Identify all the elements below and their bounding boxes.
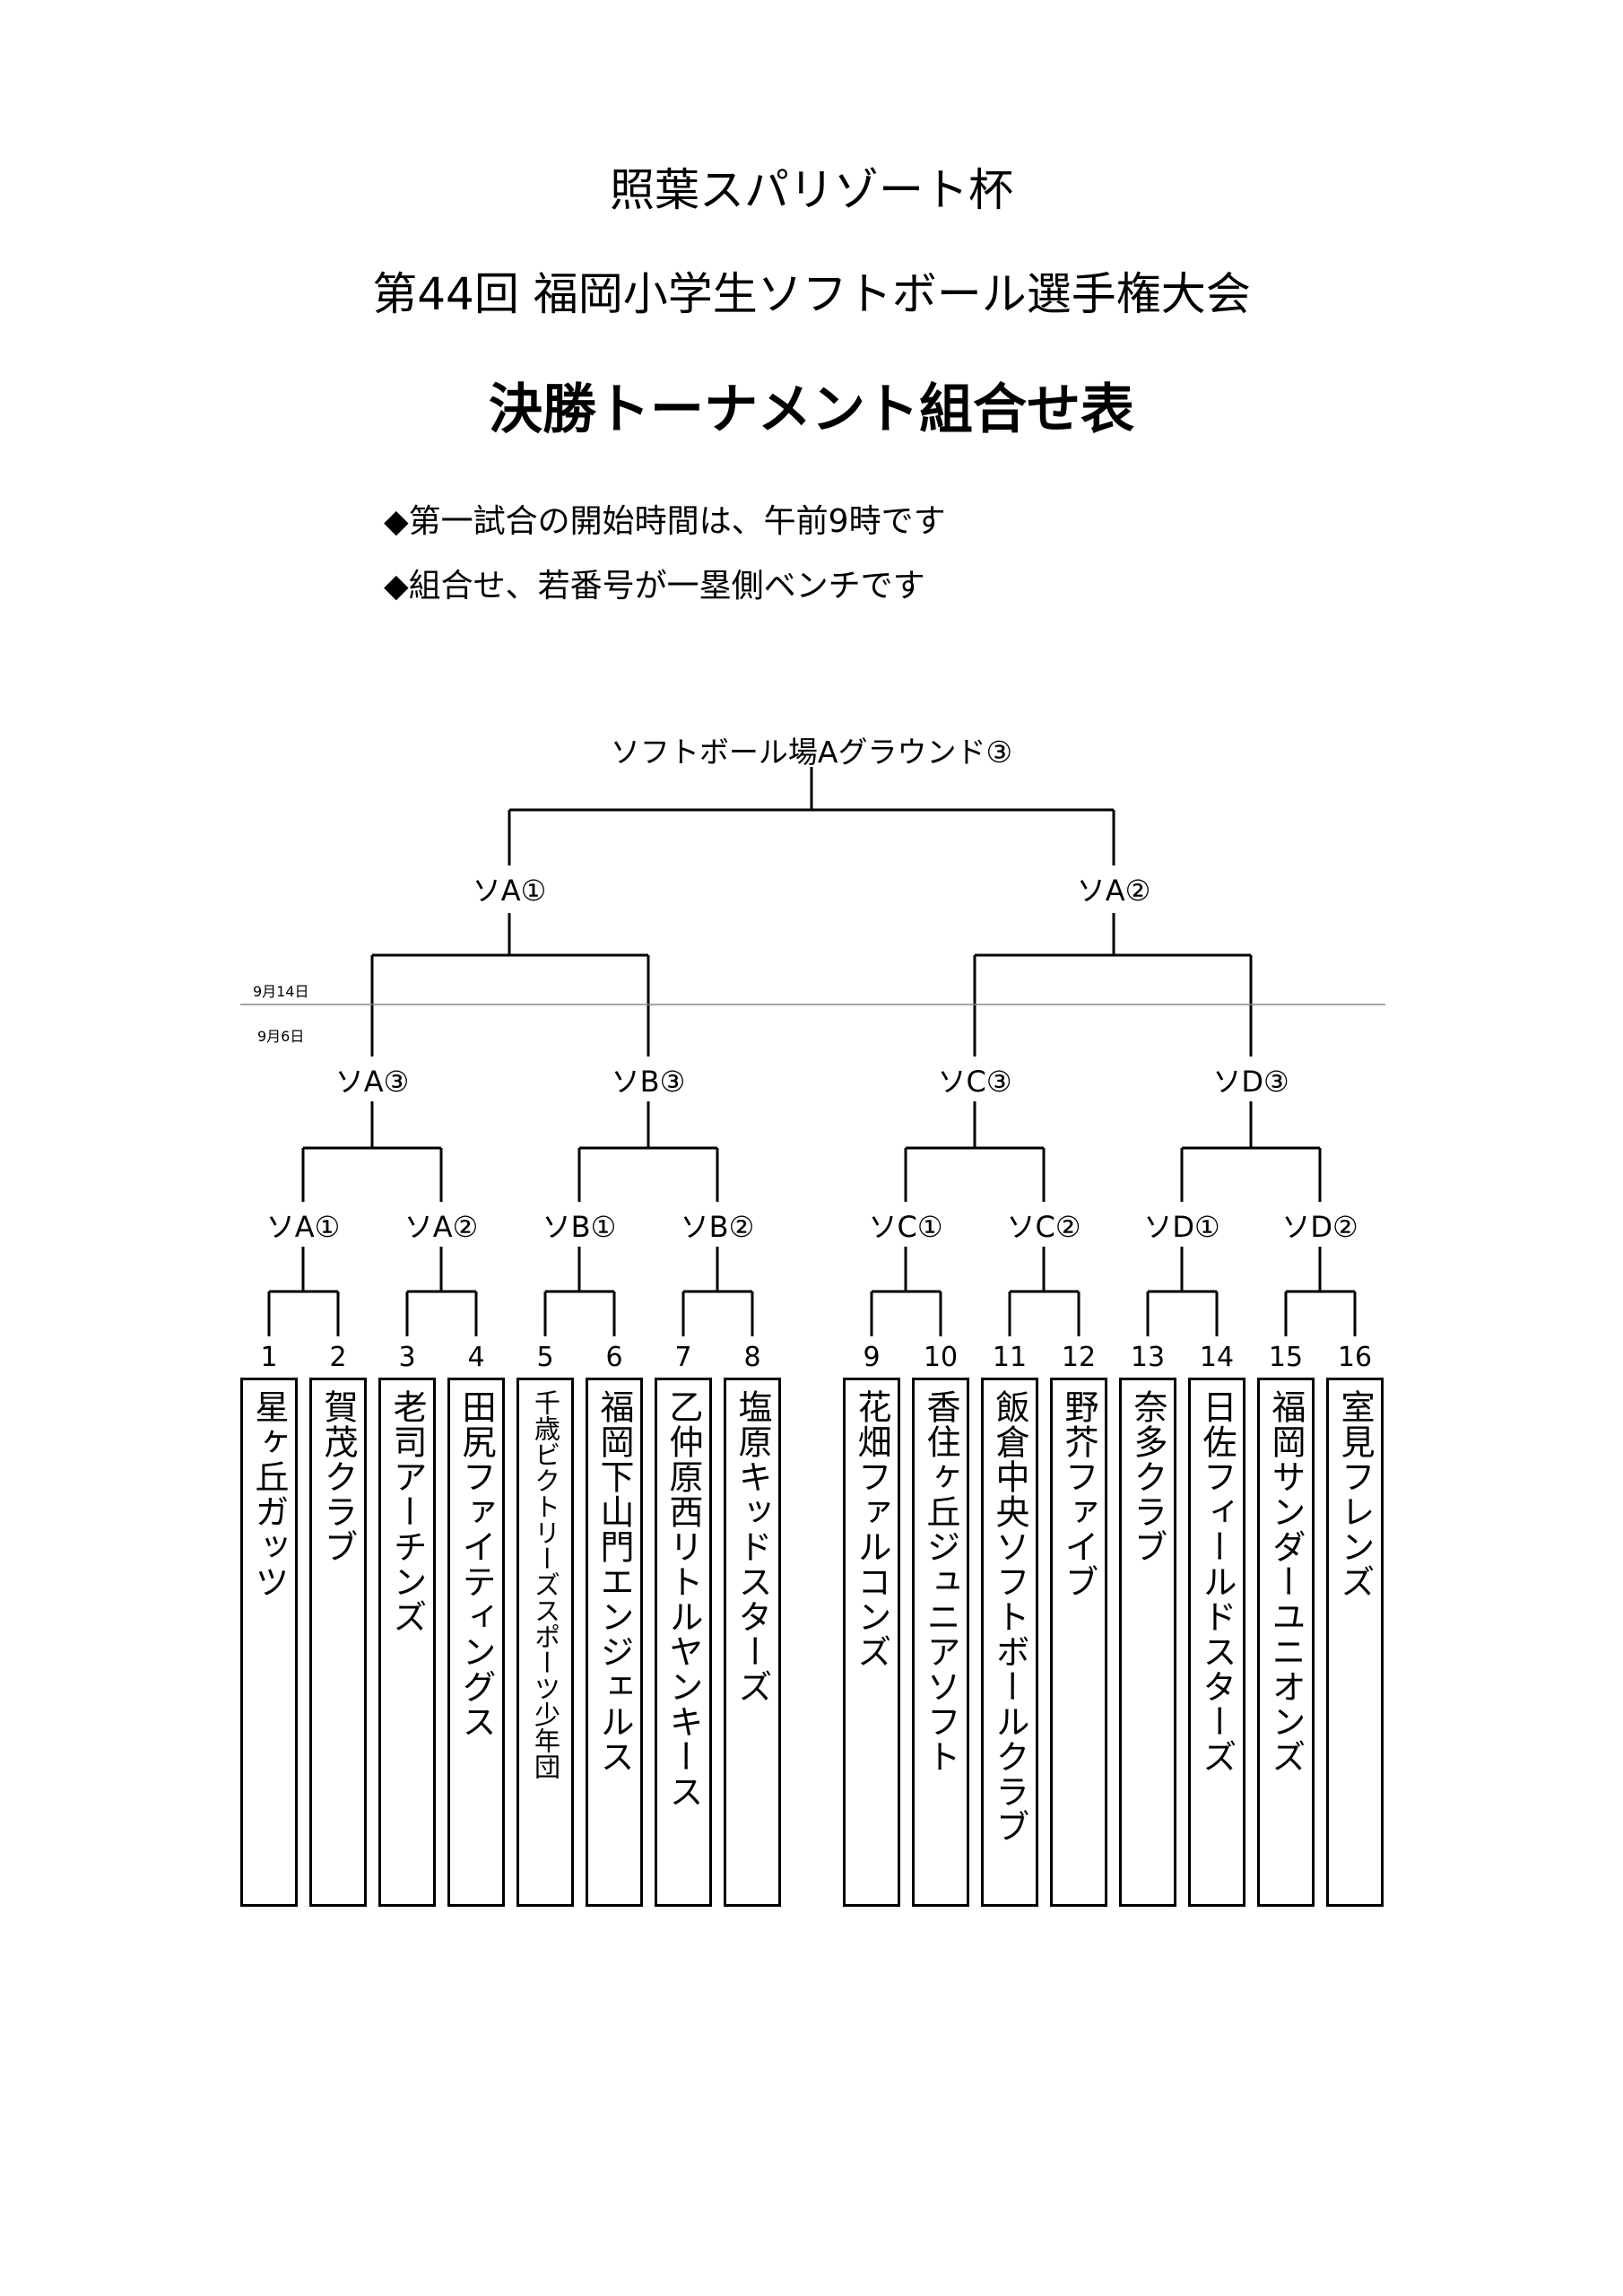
semifinal-label-1: ソA① xyxy=(472,874,547,908)
seed-number: 4 xyxy=(467,1342,485,1373)
team-name: 野芥ファイブ xyxy=(1059,1389,1098,1599)
seed-number: 9 xyxy=(863,1342,881,1373)
team-name: 星ヶ丘ガッツ xyxy=(249,1389,289,1599)
document-title: 決勝トーナメント組合せ表 xyxy=(489,378,1134,441)
team-box: 飯倉中央ソフトボールクラブ xyxy=(981,1378,1038,1907)
team-name: 福岡サンダーユニオンズ xyxy=(1266,1389,1306,1774)
first-round-label: ソC① xyxy=(868,1210,943,1244)
quarterfinal-label-3: ソC③ xyxy=(937,1065,1012,1099)
seed-number: 15 xyxy=(1268,1342,1304,1373)
semifinal-label-2: ソA② xyxy=(1076,874,1151,908)
team-box: 花畑ファルコンズ xyxy=(843,1378,900,1907)
quarterfinal-label-1: ソA③ xyxy=(334,1065,410,1099)
team-name: 乙仲原西リトルヤンキース xyxy=(664,1389,703,1809)
team-name: 老司アーチンズ xyxy=(387,1389,427,1634)
team-name: 日佐フィールドスターズ xyxy=(1197,1389,1237,1774)
seed-number: 12 xyxy=(1061,1342,1097,1373)
team-name: 賀茂クラブ xyxy=(318,1389,358,1564)
seed-number: 16 xyxy=(1337,1342,1373,1373)
seed-number: 3 xyxy=(398,1342,416,1373)
seed-number: 14 xyxy=(1199,1342,1235,1373)
team-name: 塩原キッドスターズ xyxy=(733,1389,772,1704)
team-name: 福岡下山門エンジェルス xyxy=(595,1389,634,1774)
team-box: 日佐フィールドスターズ xyxy=(1188,1378,1245,1907)
seed-number: 5 xyxy=(536,1342,554,1373)
seed-number: 10 xyxy=(923,1342,959,1373)
team-name: 室見フレンズ xyxy=(1335,1389,1375,1599)
first-round-label: ソD② xyxy=(1281,1210,1358,1244)
team-box: 野芥ファイブ xyxy=(1050,1378,1107,1907)
team-box: 星ヶ丘ガッツ xyxy=(240,1378,298,1907)
first-round-label: ソB① xyxy=(542,1210,617,1244)
date-upper: 9月14日 xyxy=(253,983,309,1000)
cup-name: 照葉スパリゾート杯 xyxy=(610,164,1013,216)
team-box: 老司アーチンズ xyxy=(378,1378,436,1907)
seed-number: 6 xyxy=(605,1342,623,1373)
quarterfinal-label-2: ソB③ xyxy=(611,1065,686,1099)
final-venue-label: ソフトボール場Aグラウンド③ xyxy=(610,735,1013,770)
team-box: 塩原キッドスターズ xyxy=(724,1378,781,1907)
tournament-name: 第44回 福岡小学生ソフトボール選手権大会 xyxy=(372,268,1251,320)
team-name: 花畑ファルコンズ xyxy=(852,1389,891,1669)
note-bench-side: ◆組合せ、若番号が一塁側ベンチです xyxy=(384,568,925,604)
team-name: 香住ヶ丘ジュニアソフト xyxy=(921,1389,960,1774)
seed-number: 7 xyxy=(674,1342,692,1373)
team-box: 乙仲原西リトルヤンキース xyxy=(655,1378,712,1907)
seed-number: 11 xyxy=(992,1342,1028,1373)
first-round-label: ソD① xyxy=(1143,1210,1220,1244)
quarterfinal-label-4: ソD③ xyxy=(1212,1065,1289,1099)
first-round-label: ソB② xyxy=(680,1210,755,1244)
team-box: 千歳ビクトリーズスポーツ少年団 xyxy=(516,1378,574,1907)
team-box: 田尻ファイティングス xyxy=(447,1378,505,1907)
note-start-time: ◆第一試合の開始時間は、午前9時です xyxy=(384,503,946,540)
team-box: 福岡サンダーユニオンズ xyxy=(1257,1378,1315,1907)
first-round-label: ソA① xyxy=(265,1210,341,1244)
first-round-label: ソA② xyxy=(404,1210,479,1244)
team-name: 千歳ビクトリーズスポーツ少年団 xyxy=(530,1389,561,1779)
team-name: 飯倉中央ソフトボールクラブ xyxy=(990,1389,1029,1844)
team-name: 奈多クラブ xyxy=(1128,1389,1167,1564)
team-box: 奈多クラブ xyxy=(1119,1378,1176,1907)
team-box: 香住ヶ丘ジュニアソフト xyxy=(912,1378,969,1907)
seed-number: 8 xyxy=(743,1342,761,1373)
date-lower: 9月6日 xyxy=(257,1028,305,1045)
team-name: 田尻ファイティングス xyxy=(456,1389,496,1739)
team-box: 室見フレンズ xyxy=(1326,1378,1384,1907)
seed-number: 2 xyxy=(329,1342,347,1373)
seed-number: 13 xyxy=(1130,1342,1166,1373)
first-round-label: ソC② xyxy=(1006,1210,1081,1244)
seed-number: 1 xyxy=(260,1342,278,1373)
team-box: 賀茂クラブ xyxy=(309,1378,367,1907)
team-box: 福岡下山門エンジェルス xyxy=(586,1378,643,1907)
